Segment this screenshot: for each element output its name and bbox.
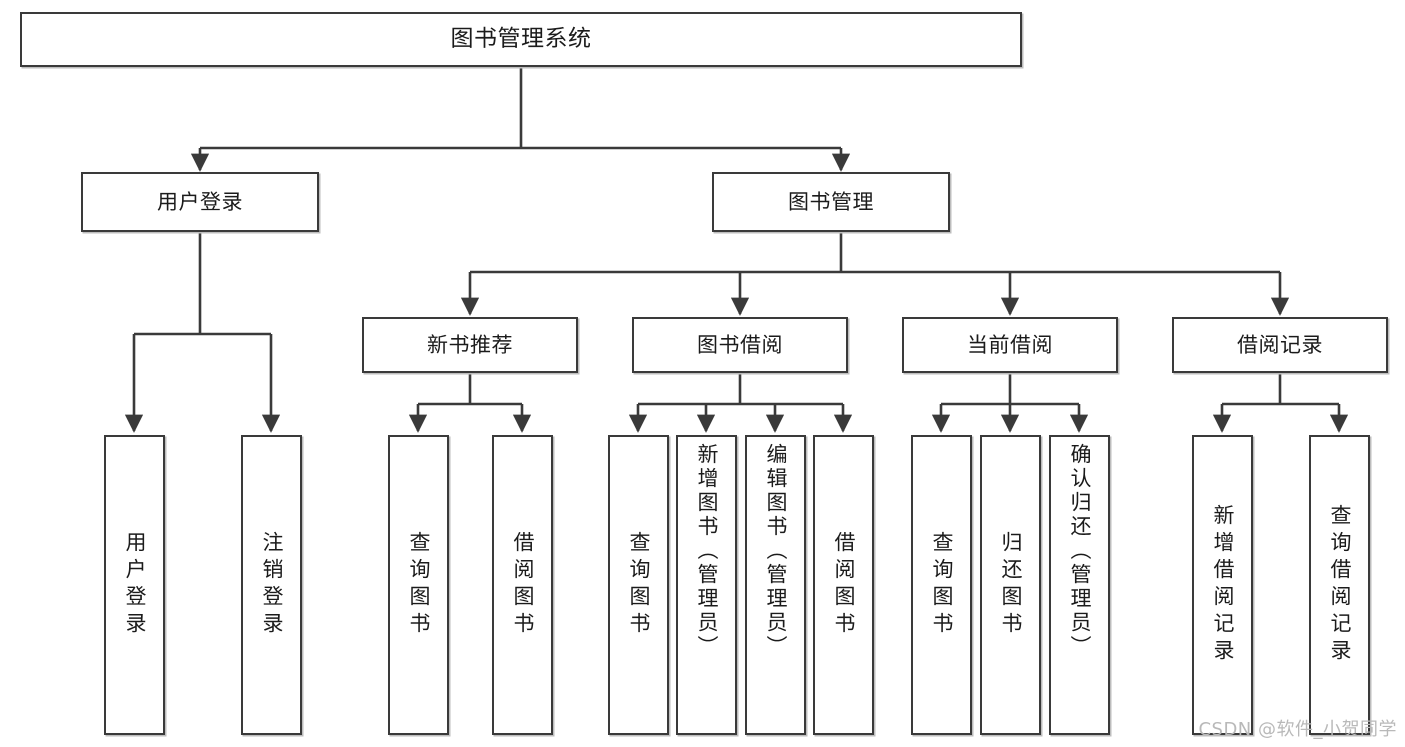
node-user-login[interactable]: 用户登录 xyxy=(81,172,319,232)
leaf-user-login-logout[interactable]: 注销登录 xyxy=(241,435,302,735)
node-label: 编辑图书（管理员） xyxy=(764,443,788,659)
node-book-borrow[interactable]: 图书借阅 xyxy=(632,317,848,373)
leaf-current-confirm-return[interactable]: 确认归还（管理员） xyxy=(1049,435,1110,735)
leaf-new-book-query[interactable]: 查询图书 xyxy=(388,435,449,735)
node-label: 查询借阅记录 xyxy=(1328,504,1352,666)
node-label: 查询图书 xyxy=(407,531,431,639)
leaf-current-return-book[interactable]: 归还图书 xyxy=(980,435,1041,735)
node-current-borrow[interactable]: 当前借阅 xyxy=(902,317,1118,373)
node-label: 当前借阅 xyxy=(967,332,1053,357)
node-root-system[interactable]: 图书管理系统 xyxy=(20,12,1022,67)
leaf-record-add-record[interactable]: 新增借阅记录 xyxy=(1192,435,1253,735)
node-borrow-record[interactable]: 借阅记录 xyxy=(1172,317,1388,373)
node-label: 确认归还（管理员） xyxy=(1068,443,1092,659)
node-label: 借阅图书 xyxy=(511,531,535,639)
leaf-borrow-borrow-book[interactable]: 借阅图书 xyxy=(813,435,874,735)
node-label: 查询图书 xyxy=(627,531,651,639)
node-label: 查询图书 xyxy=(930,531,954,639)
node-book-management[interactable]: 图书管理 xyxy=(712,172,950,232)
leaf-borrow-add-book[interactable]: 新增图书（管理员） xyxy=(676,435,737,735)
node-label: 归还图书 xyxy=(999,531,1023,639)
leaf-user-login-login[interactable]: 用户登录 xyxy=(104,435,165,735)
node-label: 图书管理 xyxy=(788,189,874,214)
node-label: 图书管理系统 xyxy=(450,26,592,53)
node-label: 注销登录 xyxy=(260,531,284,639)
node-label: 用户登录 xyxy=(123,531,147,639)
leaf-record-query-record[interactable]: 查询借阅记录 xyxy=(1309,435,1370,735)
csdn-watermark: CSDN @软件_小贺同学 xyxy=(1198,719,1397,740)
node-new-book-recommend[interactable]: 新书推荐 xyxy=(362,317,578,373)
leaf-borrow-edit-book[interactable]: 编辑图书（管理员） xyxy=(745,435,806,735)
node-label: 新增借阅记录 xyxy=(1211,504,1235,666)
node-label: 借阅图书 xyxy=(832,531,856,639)
node-label: 图书借阅 xyxy=(697,332,783,357)
leaf-current-query-book[interactable]: 查询图书 xyxy=(911,435,972,735)
leaf-borrow-query-book[interactable]: 查询图书 xyxy=(608,435,669,735)
node-label: 新增图书（管理员） xyxy=(695,443,719,659)
node-label: 用户登录 xyxy=(157,189,243,214)
node-label: 借阅记录 xyxy=(1237,332,1323,357)
node-label: 新书推荐 xyxy=(427,332,513,357)
leaf-new-book-borrow[interactable]: 借阅图书 xyxy=(492,435,553,735)
